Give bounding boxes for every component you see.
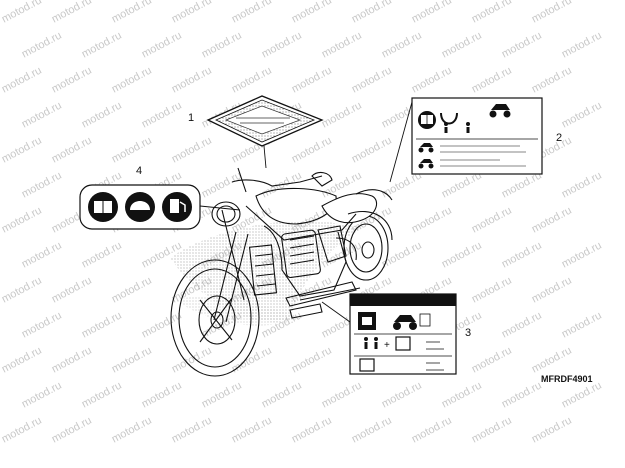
label-1-diamond-sticker — [206, 95, 324, 169]
svg-text:+: + — [384, 340, 390, 351]
callout-4: 4 — [136, 165, 143, 177]
motorcycle-drawing — [170, 167, 393, 377]
callout-2: 2 — [556, 132, 563, 144]
label-2-load-card — [389, 97, 543, 183]
luggage-icon — [395, 336, 411, 351]
callout-3: 3 — [465, 327, 472, 339]
diagram-code: MFRDF4901 — [541, 374, 593, 384]
label-3-tire-card: + — [321, 293, 457, 375]
person-icon — [444, 122, 448, 126]
label-4-icon-strip — [79, 184, 241, 230]
motorcycle-icon — [393, 315, 417, 330]
callout-1: 1 — [188, 112, 195, 124]
motorcycle-icon — [489, 104, 511, 118]
